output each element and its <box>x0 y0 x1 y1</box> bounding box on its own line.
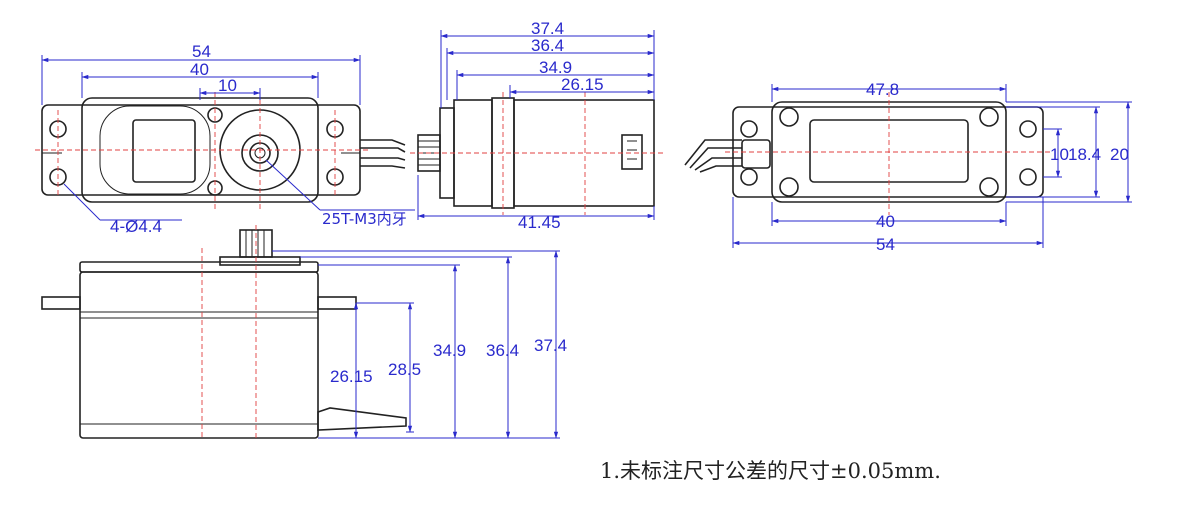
dim-top-holes: 40 <box>190 60 209 79</box>
bottom-view: 47.8 40 54 10 18.4 20 <box>684 80 1132 254</box>
front-view-ear-right <box>317 296 357 310</box>
dim-bottom-overall: 54 <box>876 235 895 254</box>
bottom-view-mount-hole <box>1019 168 1037 186</box>
dim-side-c: 34.9 <box>539 58 572 77</box>
bottom-view-mount-hole <box>740 168 758 186</box>
bottom-view-mount-hole <box>1019 120 1037 138</box>
bottom-view-mount-hole <box>740 120 758 138</box>
dim-front-h3: 34.9 <box>433 341 466 360</box>
top-view-flange <box>41 104 361 196</box>
dim-top-overall: 54 <box>192 42 211 61</box>
dim-bottom-holes: 40 <box>876 212 895 231</box>
top-view-cable <box>360 139 406 169</box>
front-view-gear-boss <box>219 256 301 266</box>
hole-callout: 4-Ø4.4 <box>110 217 162 236</box>
dim-side-a: 37.4 <box>531 19 564 38</box>
front-view-top-cap <box>79 261 319 273</box>
side-view-connector <box>621 134 643 170</box>
bottom-view-grommet <box>741 139 771 169</box>
side-view: 37.4 36.4 34.9 26.15 41.45 <box>410 19 665 232</box>
dim-bottom-width: 47.8 <box>866 80 899 99</box>
dim-front-h4: 36.4 <box>486 341 519 360</box>
dim-front-h5: 37.4 <box>534 336 567 355</box>
dim-front-h1: 26.15 <box>330 367 373 386</box>
dim-top-offset: 10 <box>218 76 237 95</box>
bottom-view-screw <box>779 107 799 127</box>
front-view-case <box>79 271 319 439</box>
dim-bottom-v2: 18.4 <box>1068 145 1101 164</box>
bottom-view-screw <box>979 177 999 197</box>
bottom-view-screw <box>979 107 999 127</box>
dim-front-h2: 28.5 <box>388 360 421 379</box>
bottom-view-cable <box>684 139 742 173</box>
top-view-label-window <box>132 119 196 183</box>
dim-side-d: 26.15 <box>561 75 604 94</box>
front-view-cable <box>317 407 407 431</box>
tolerance-note: 1.未标注尺寸公差的尺寸±0.05mm. <box>600 459 941 483</box>
dim-bottom-v1: 10 <box>1050 145 1069 164</box>
dim-side-e: 41.45 <box>518 213 561 232</box>
front-view-ear-left <box>41 296 81 310</box>
dim-bottom-v3: 20 <box>1110 145 1129 164</box>
spline-callout: 25T-M3内牙 <box>322 210 407 228</box>
bottom-view-screw <box>779 177 799 197</box>
dim-side-b: 36.4 <box>531 36 564 55</box>
front-view: 26.15 28.5 34.9 36.4 37.4 <box>41 225 567 440</box>
top-view: 54 40 10 4-Ø4.4 25T-M3内牙 <box>35 42 415 236</box>
